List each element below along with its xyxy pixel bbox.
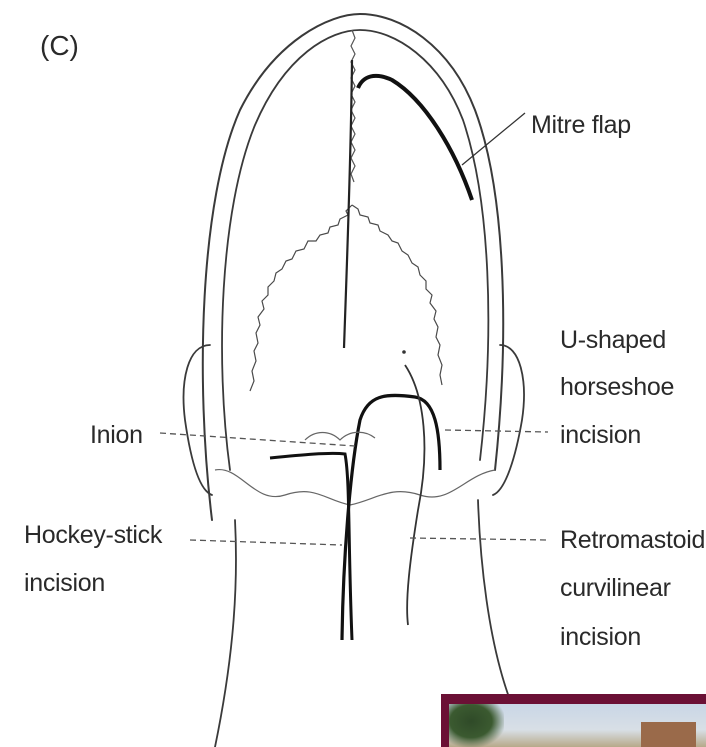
marker-dot [402, 350, 406, 354]
photo-palm-tree [449, 704, 504, 747]
lambdoid-suture-right [352, 205, 442, 385]
neck-right [478, 500, 510, 700]
label-hockey-stick-line1: Hockey-stick [24, 520, 162, 550]
skull-base-line [215, 470, 495, 505]
label-hockey-stick-line2: incision [24, 568, 105, 598]
u-shaped-leader [445, 430, 548, 432]
retromastoid-leader [410, 538, 548, 540]
midline-incision [344, 60, 352, 348]
hockey-stick-leader [190, 540, 342, 545]
neck-left [215, 520, 236, 747]
label-u-shaped-line3: incision [560, 420, 641, 450]
occipital-protuberance [305, 432, 375, 440]
mitre-flap-leader [462, 113, 525, 165]
photo-building-roof [641, 722, 696, 747]
photo-thumbnail [441, 694, 706, 747]
mitre-flap-incision [358, 76, 472, 200]
lambdoid-suture-left [250, 205, 352, 391]
label-inion: Inion [90, 420, 143, 450]
label-retromastoid-line1: Retromastoid [560, 525, 705, 555]
label-mitre-flap: Mitre flap [531, 110, 631, 140]
label-retromastoid-line3: incision [560, 622, 641, 652]
hockey-stick-incision [270, 453, 352, 640]
panel-letter: (C) [40, 30, 79, 62]
label-u-shaped-line2: horseshoe [560, 372, 674, 402]
label-u-shaped-line1: U-shaped [560, 325, 666, 355]
skull-outline [222, 30, 488, 470]
retromastoid-incision [405, 365, 424, 625]
label-retromastoid-line2: curvilinear [560, 573, 671, 603]
right-ear [493, 345, 524, 495]
